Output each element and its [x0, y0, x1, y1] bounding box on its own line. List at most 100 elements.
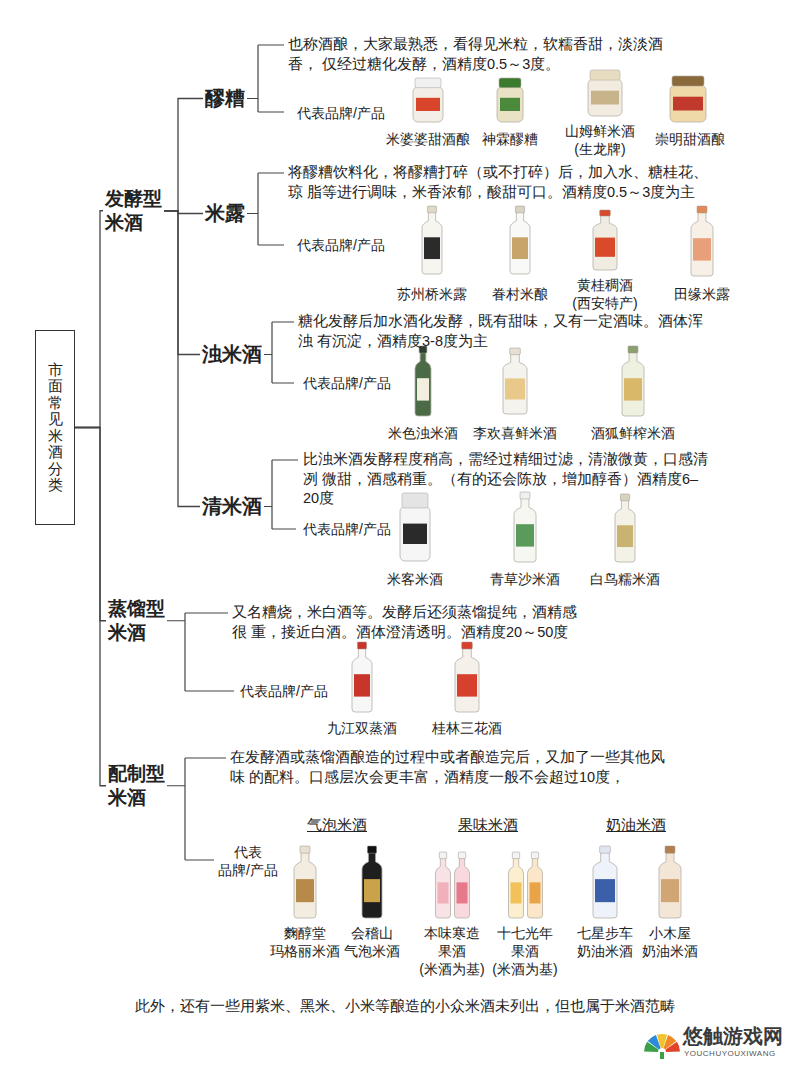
product-picture — [455, 642, 479, 712]
subcategory-label: 醪糟 — [203, 84, 247, 113]
bottle-cap — [439, 852, 446, 859]
connectors — [75, 99, 203, 786]
jar-label — [500, 98, 520, 111]
bottle-cap — [620, 494, 629, 501]
jar-lid — [499, 78, 521, 88]
jar-body — [400, 507, 430, 561]
product-picture — [352, 642, 372, 712]
category-label: 配制型 米酒 — [106, 760, 167, 812]
product-name: 山姆鲜米酒 (生龙牌) — [565, 122, 635, 158]
product-name: 米色浊米酒 — [388, 424, 458, 442]
product-name: 黄桂稠酒 (西安特产) — [572, 276, 637, 312]
jar-label — [673, 97, 703, 111]
jar-body — [413, 87, 443, 122]
tree-connector — [164, 211, 200, 355]
bottle-body — [294, 852, 316, 918]
product-name: 七星步车 奶油米酒 — [577, 924, 633, 960]
description-text: 糖化发酵后加水酒化发酵，既有甜味，又有一定酒味。酒体浑浊 有沉淀，酒精度3-8度… — [298, 312, 708, 351]
product-picture — [588, 70, 622, 116]
footnote: 此外，还有一些用紫米、黑米、小米等酿造的小众米酒未列出，但也属于米酒范畴 — [135, 996, 675, 1016]
product-picture — [510, 206, 530, 274]
brand-heading: 代表 品牌/产品 — [217, 843, 279, 879]
bottle-body — [422, 211, 442, 274]
product-name: 桂林三花酒 — [432, 719, 502, 737]
bottle-body — [615, 499, 635, 562]
bottle-body — [510, 211, 530, 274]
product-picture — [503, 348, 527, 414]
product-name: 田缘米露 — [674, 285, 730, 303]
bottle-label — [512, 237, 528, 259]
bottle-body — [593, 852, 617, 918]
jar-label — [416, 98, 440, 111]
bottle-label — [624, 378, 642, 400]
product-picture — [528, 852, 543, 918]
tree-connector — [75, 211, 103, 428]
product-picture — [615, 494, 635, 562]
bottle-cap — [510, 348, 521, 355]
product-picture — [509, 852, 524, 918]
bottle-cap — [600, 210, 611, 216]
watermark: 悠触游戏网 — [683, 1024, 783, 1048]
product-picture — [415, 346, 431, 416]
bottle-label — [457, 674, 477, 696]
subcategory-label: 米露 — [203, 199, 247, 228]
brand-heading: 代表品牌/产品 — [303, 520, 391, 538]
bottle-cap — [665, 846, 675, 853]
product-name: 青草沙米酒 — [490, 570, 560, 588]
product-picture — [362, 846, 382, 918]
node-text: 米露 — [205, 201, 245, 226]
product-pictures — [294, 70, 713, 1059]
bottle-label — [364, 879, 380, 902]
product-name: 白鸟糯米酒 — [590, 570, 660, 588]
jar-body — [588, 79, 622, 116]
group-heading: 奶油米酒 — [606, 815, 666, 835]
bottle-body — [528, 857, 543, 918]
product-name: 米客米酒 — [387, 570, 443, 588]
product-name: 苏州桥米露 — [397, 285, 467, 303]
subcategory-label: 浊米酒 — [200, 340, 264, 369]
tree-connector — [75, 428, 106, 786]
product-picture — [593, 846, 617, 918]
jar-label — [403, 524, 427, 544]
group-heading: 果味米酒 — [458, 815, 518, 835]
bottle-label — [457, 882, 468, 903]
tree-connector — [164, 99, 203, 211]
bottle-label — [354, 674, 370, 696]
category-label: 发酵型 米酒 — [103, 185, 164, 237]
bottle-body — [691, 212, 713, 276]
bottle-body — [622, 352, 644, 416]
node-text: 配制型 米酒 — [108, 762, 165, 810]
bracket-lines — [167, 45, 298, 860]
description-text: 又名糟烧，米白酒等。发酵后还须蒸馏提纯，酒精感很 重，接近白酒。酒体澄清透明。酒… — [232, 603, 584, 642]
node-text: 蒸馏型 米酒 — [108, 597, 165, 645]
bracket-line — [167, 613, 234, 691]
brand-heading: 代表品牌/产品 — [297, 104, 385, 122]
jar-label — [591, 91, 619, 105]
watermark: YOUCHUYOUXIWANG — [684, 1049, 776, 1059]
jar-lid — [415, 78, 441, 88]
bottle-cap — [531, 852, 538, 859]
bottle-cap — [367, 846, 376, 853]
product-picture — [497, 78, 523, 122]
bottle-cap — [697, 206, 707, 213]
node-text: 浊米酒 — [202, 342, 262, 367]
watermark-logo — [644, 1034, 680, 1059]
product-picture — [422, 206, 442, 274]
bracket-line — [264, 460, 298, 529]
description-text: 也称酒酿，大家最熟悉，看得见米粒，软糯香甜，淡淡酒香， 仅经过糖化发酵，酒精度0… — [288, 35, 684, 74]
product-picture — [659, 846, 681, 918]
jar-lid — [672, 76, 704, 86]
bottle-cap — [628, 346, 638, 353]
tree-connector — [75, 428, 106, 621]
bottle-cap — [512, 852, 519, 859]
bottle-body — [352, 648, 372, 712]
bottle-label — [617, 525, 633, 547]
bracket-line — [264, 322, 294, 383]
node-text: 清米酒 — [202, 494, 262, 519]
subcategory-label: 清米酒 — [200, 492, 264, 521]
bottle-label — [505, 378, 525, 399]
bracket-line — [247, 45, 284, 112]
category-label: 蒸馏型 米酒 — [106, 595, 167, 647]
group-heading: 气泡米酒 — [307, 815, 367, 835]
